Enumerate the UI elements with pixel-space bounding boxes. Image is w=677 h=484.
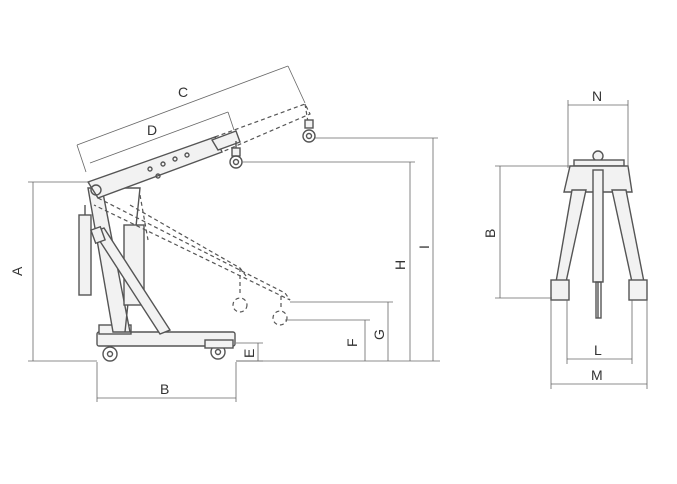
label-b: B bbox=[160, 381, 169, 397]
left-leg bbox=[555, 189, 587, 283]
center-post bbox=[592, 169, 604, 283]
extended-boom-dashed bbox=[214, 103, 311, 153]
boom-hole-5 bbox=[155, 173, 161, 179]
label-g: G bbox=[371, 329, 387, 340]
label-b-front: B bbox=[482, 229, 498, 238]
side-dimensions bbox=[28, 65, 440, 402]
lowered-hook-ring-2 bbox=[272, 310, 288, 326]
boom-hole-3 bbox=[172, 156, 178, 162]
center-rod-body bbox=[595, 281, 602, 319]
front-dimensions bbox=[495, 100, 648, 389]
boom-extension bbox=[210, 130, 241, 151]
label-m: M bbox=[591, 367, 603, 383]
hydraulic-cylinder bbox=[78, 214, 92, 296]
extended-hook-chain bbox=[304, 103, 309, 123]
label-a: A bbox=[9, 266, 25, 276]
lowered-cylinder-dashed bbox=[139, 194, 149, 241]
boom bbox=[86, 136, 223, 199]
left-foot bbox=[550, 279, 570, 301]
extended-hook-block bbox=[304, 119, 314, 129]
hook-ring bbox=[229, 155, 243, 169]
extended-hook-ring bbox=[302, 129, 316, 143]
lowered-boom-inner-dashed bbox=[129, 204, 247, 277]
boom-hole-2 bbox=[160, 161, 166, 167]
top-plate bbox=[573, 159, 625, 167]
label-d: D bbox=[147, 122, 157, 138]
label-l: L bbox=[594, 342, 602, 358]
hook-block bbox=[231, 147, 241, 157]
rear-wheel-hub bbox=[106, 350, 114, 358]
front-wheel-hub bbox=[214, 348, 222, 356]
boom-hole-4 bbox=[184, 152, 190, 158]
label-i: I bbox=[416, 245, 432, 249]
side-view bbox=[78, 103, 316, 362]
label-c: C bbox=[178, 84, 188, 100]
label-n: N bbox=[592, 88, 602, 104]
right-leg bbox=[611, 189, 645, 283]
lowered-hook-ring-1 bbox=[232, 297, 248, 313]
boom-hole-1 bbox=[147, 166, 153, 172]
front-wheel-bracket bbox=[204, 339, 234, 349]
boom-pivot bbox=[90, 184, 102, 196]
label-h: H bbox=[392, 260, 408, 270]
label-f: F bbox=[344, 338, 360, 347]
handle-grip bbox=[90, 225, 106, 245]
extended-hook-ring-inner bbox=[305, 132, 313, 140]
label-e: E bbox=[241, 349, 257, 358]
rear-wheel bbox=[102, 346, 118, 362]
front-view bbox=[550, 150, 648, 319]
right-foot bbox=[628, 279, 648, 301]
hook-ring-inner bbox=[232, 158, 240, 166]
